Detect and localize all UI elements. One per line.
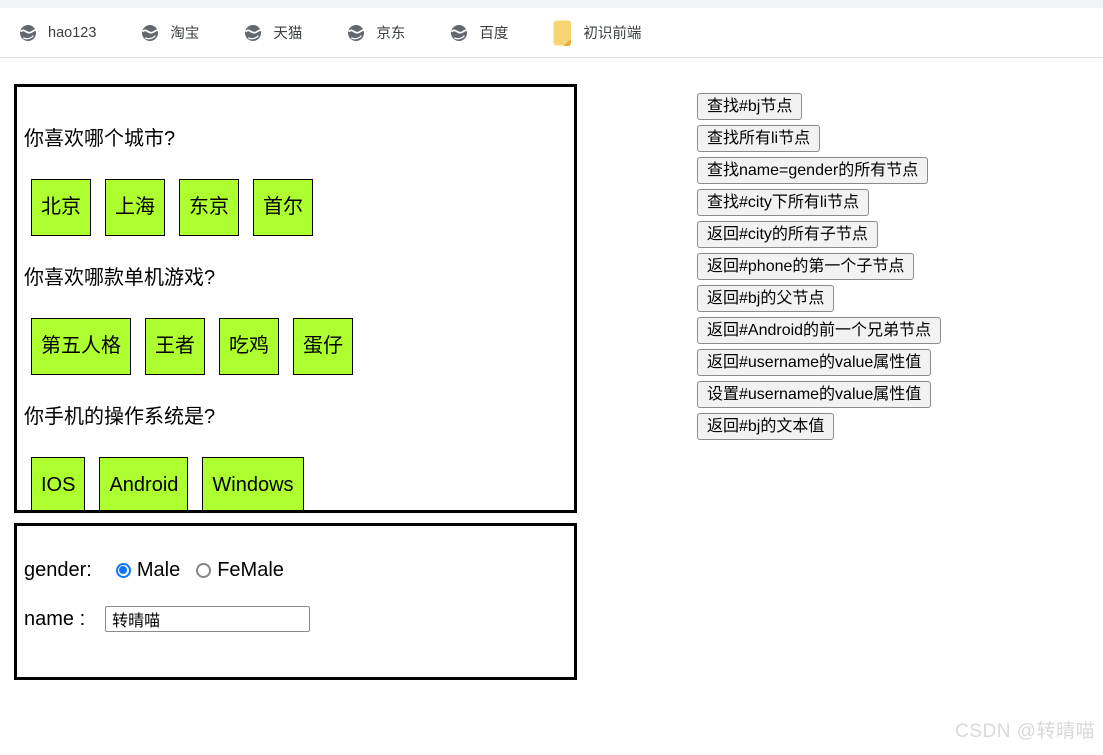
option-item: 首尔 <box>253 179 313 236</box>
options-list: 北京上海东京首尔 <box>24 179 560 236</box>
gender-radio-label: FeMale <box>217 558 284 581</box>
option-item: 第五人格 <box>31 318 131 375</box>
name-input[interactable] <box>105 606 311 632</box>
watermark: CSDN @转晴喵 <box>955 721 1095 742</box>
action-button[interactable]: 查找#bj节点 <box>697 93 803 120</box>
option-item: Android <box>99 457 189 510</box>
action-button[interactable]: 查找#city下所有li节点 <box>697 189 870 216</box>
bookmark-label: 京东 <box>376 26 406 42</box>
gender-radio-male[interactable] <box>115 562 131 578</box>
bookmark-label: 初识前端 <box>583 26 642 42</box>
action-button[interactable]: 返回#city的所有子节点 <box>697 221 878 248</box>
globe-icon <box>450 24 468 42</box>
bookmark-item[interactable]: hao123 <box>13 24 102 42</box>
action-button[interactable]: 返回#bj的父节点 <box>697 285 835 312</box>
globe-icon <box>347 24 365 42</box>
action-button[interactable]: 查找name=gender的所有节点 <box>697 157 929 184</box>
action-button[interactable]: 返回#phone的第一个子节点 <box>697 253 915 280</box>
question-text: 你喜欢哪个城市? <box>24 128 176 150</box>
bookmark-item[interactable]: 京东 <box>341 22 411 43</box>
option-item: 吃鸡 <box>219 318 279 375</box>
action-button[interactable]: 查找所有li节点 <box>697 125 821 152</box>
option-item: 北京 <box>31 179 91 236</box>
option-item: 蛋仔 <box>293 318 353 375</box>
quiz-box: 你喜欢哪个城市? 北京上海东京首尔你喜欢哪款单机游戏? 第五人格王者吃鸡蛋仔你手机的… <box>14 84 577 513</box>
browser-tab-strip <box>0 0 1103 8</box>
actions-column: 查找#bj节点查找所有li节点查找name=gender的所有节点查找#city… <box>697 93 942 445</box>
bookmark-label: 百度 <box>479 26 509 42</box>
bookmark-item[interactable]: 百度 <box>444 22 514 43</box>
globe-icon <box>141 24 159 42</box>
globe-icon <box>244 24 262 42</box>
bookmark-item[interactable]: 淘宝 <box>135 22 205 43</box>
bookmark-label: 淘宝 <box>170 26 200 42</box>
bookmark-label: hao123 <box>48 24 97 41</box>
gender-options: Male FeMale <box>115 558 300 582</box>
gender-radio-label: Male <box>136 558 181 581</box>
action-button[interactable]: 返回#username的value属性值 <box>697 349 932 376</box>
gender-label: gender: <box>24 558 92 581</box>
gender-radio-female[interactable] <box>196 562 212 578</box>
option-item: 上海 <box>105 179 165 236</box>
bookmarks-bar: hao123 淘宝 天猫 京东 百度 初识前端 <box>0 8 1103 58</box>
form-box: gender: Male FeMale name : <box>14 523 577 680</box>
option-item: Windows <box>202 457 304 510</box>
question-text: 你手机的操作系统是? <box>24 406 216 428</box>
name-label: name : <box>24 607 86 630</box>
bookmark-label: 天猫 <box>273 26 303 42</box>
option-item: 王者 <box>145 318 205 375</box>
globe-icon <box>19 24 37 42</box>
gender-row: gender: Male FeMale <box>24 557 574 583</box>
action-button[interactable]: 返回#Android的前一个兄弟节点 <box>697 317 942 344</box>
option-item: 东京 <box>179 179 239 236</box>
action-button[interactable]: 返回#bj的文本值 <box>697 413 835 440</box>
question-text: 你喜欢哪款单机游戏? <box>24 267 216 289</box>
options-list: 第五人格王者吃鸡蛋仔 <box>24 318 560 375</box>
bookmark-item[interactable]: 初识前端 <box>547 20 647 46</box>
bookmark-item[interactable]: 天猫 <box>238 22 308 43</box>
option-item: IOS <box>31 457 86 510</box>
folder-icon <box>553 20 572 46</box>
name-row: name : <box>24 606 574 632</box>
action-button[interactable]: 设置#username的value属性值 <box>697 381 932 408</box>
